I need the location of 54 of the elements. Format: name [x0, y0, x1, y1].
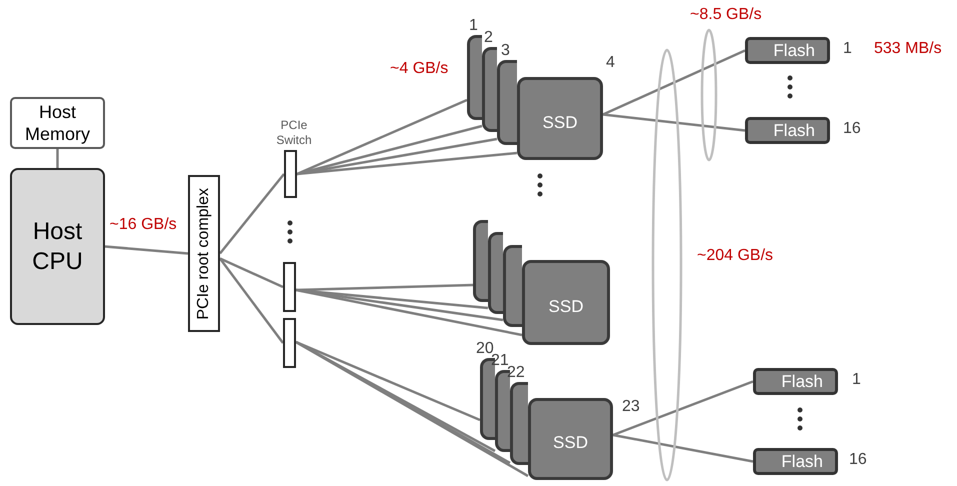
- flash-box: Flash: [753, 448, 838, 475]
- ssd-card-edge: [510, 382, 528, 465]
- flash-box: Flash: [745, 117, 830, 144]
- switch-bar: [284, 150, 297, 198]
- connector-line: [296, 152, 518, 176]
- ssd-card-edge: [503, 245, 522, 327]
- ssd-card-edge: [482, 47, 497, 132]
- connector-line: [104, 245, 188, 255]
- bandwidth-label: 533 MB/s: [874, 40, 942, 58]
- index-number: 1: [843, 40, 852, 58]
- index-number: 3: [501, 42, 510, 60]
- cpu-box: Host CPU: [10, 168, 105, 325]
- index-number: 23: [622, 398, 640, 416]
- bandwidth-label: ~8.5 GB/s: [690, 6, 762, 24]
- connector-line: [612, 434, 754, 463]
- index-number: 1: [852, 371, 861, 389]
- connector-line: [296, 98, 468, 176]
- connector-line: [219, 258, 284, 344]
- connector-line: [296, 284, 474, 292]
- connector-line: [296, 124, 482, 176]
- ssd-box: SSD: [522, 260, 610, 345]
- ssd-card-edge: [467, 35, 482, 120]
- switch-bar: [283, 318, 296, 368]
- connector-line: [296, 138, 498, 176]
- index-number: 22: [507, 364, 525, 382]
- ssd-box: SSD: [528, 398, 613, 480]
- ssd-card-edge: [497, 60, 517, 145]
- connector-line: [296, 288, 522, 336]
- flash-box: Flash: [753, 368, 838, 395]
- ssd-card-edge: [488, 232, 503, 314]
- connector-line: [296, 340, 480, 422]
- index-number: 4: [606, 54, 615, 72]
- memory-box: Host Memory: [10, 97, 105, 149]
- ssd-card-edge: [473, 220, 488, 302]
- switch-bar: [283, 262, 296, 312]
- flash-box: Flash: [745, 37, 830, 64]
- connector-line: [612, 380, 754, 436]
- connector-line: [602, 49, 746, 116]
- index-number: 16: [843, 120, 861, 138]
- index-number: 2: [484, 29, 493, 47]
- connector-line: [295, 340, 529, 478]
- bandwidth-label: ~4 GB/s: [390, 60, 448, 78]
- bandwidth-label: ~204 GB/s: [697, 247, 774, 265]
- index-number: 16: [849, 451, 867, 469]
- connector-line: [602, 113, 746, 132]
- index-number: 21: [491, 352, 509, 369]
- connector-line: [296, 288, 504, 322]
- connector-line: [219, 257, 284, 288]
- ssd-box: SSD: [517, 77, 603, 160]
- connector-line: [219, 173, 285, 254]
- connector-line: [56, 149, 59, 168]
- root-complex-box: PCIe root complex: [188, 175, 220, 332]
- switch-caption: PCIe Switch: [275, 118, 313, 148]
- index-number: 1: [469, 17, 478, 35]
